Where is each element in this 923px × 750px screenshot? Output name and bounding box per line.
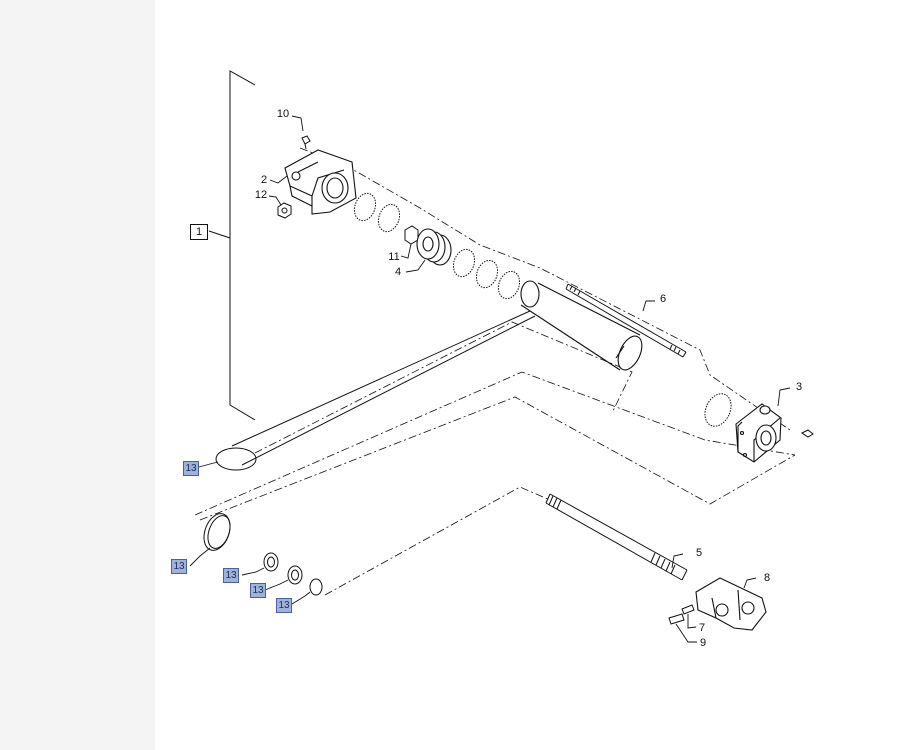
seal-13-small-ring-b xyxy=(287,565,303,585)
pin-7 xyxy=(681,604,695,615)
callout-11: 11 xyxy=(388,251,400,263)
callout-leaders xyxy=(189,115,791,643)
rear-seal-ring xyxy=(704,393,732,427)
cylinder-barrel xyxy=(520,280,643,371)
locknut-11 xyxy=(404,225,419,245)
seal-to-barrel-leader xyxy=(231,310,536,466)
tie-rod xyxy=(565,283,687,358)
callout-9: 9 xyxy=(699,637,707,649)
nut-12 xyxy=(277,202,292,219)
drawing-sheet xyxy=(155,0,923,750)
rear-cap xyxy=(735,403,782,463)
callout-5: 5 xyxy=(695,547,703,559)
callout-8: 8 xyxy=(763,572,771,584)
callout-3: 3 xyxy=(795,381,803,393)
callout-1-box: 1 xyxy=(190,224,208,240)
seal-13-small-ring-a xyxy=(263,552,279,572)
bracket-leader xyxy=(208,230,231,239)
callout-10: 10 xyxy=(276,108,290,120)
screw-10 xyxy=(301,135,311,150)
callout-4: 4 xyxy=(394,266,402,278)
centerline-cylinder-axis xyxy=(299,147,791,431)
rod-clevis xyxy=(695,577,767,631)
callout-13-oring[interactable]: 13 xyxy=(183,461,199,476)
seal-rings-head xyxy=(353,192,401,233)
centerline-upper-chain xyxy=(254,321,633,454)
piston-rod xyxy=(545,493,688,581)
callout-2: 2 xyxy=(260,174,268,186)
callout-13-snap-ring[interactable]: 13 xyxy=(171,559,187,574)
callout-12: 12 xyxy=(254,189,268,201)
centerline-rod-chain xyxy=(324,486,551,596)
piston xyxy=(416,228,452,266)
callout-13-ring-c[interactable]: 13 xyxy=(276,598,292,613)
seal-rings-piston xyxy=(452,248,521,300)
callout-13-ring-b[interactable]: 13 xyxy=(250,583,266,598)
seal-13-oring-upper xyxy=(215,447,257,471)
seal-13-small-ring-c xyxy=(309,578,323,596)
callout-6: 6 xyxy=(659,293,667,305)
centerline-lower-chain xyxy=(199,396,796,521)
assembly-bracket xyxy=(229,70,256,421)
callout-13-ring-a[interactable]: 13 xyxy=(223,568,239,583)
seal-13-large-snap-ring xyxy=(203,513,231,551)
callout-7: 7 xyxy=(698,622,706,634)
rear-small-fitting xyxy=(801,429,814,438)
cotter-9 xyxy=(668,613,685,625)
cylinder-head xyxy=(284,149,357,215)
